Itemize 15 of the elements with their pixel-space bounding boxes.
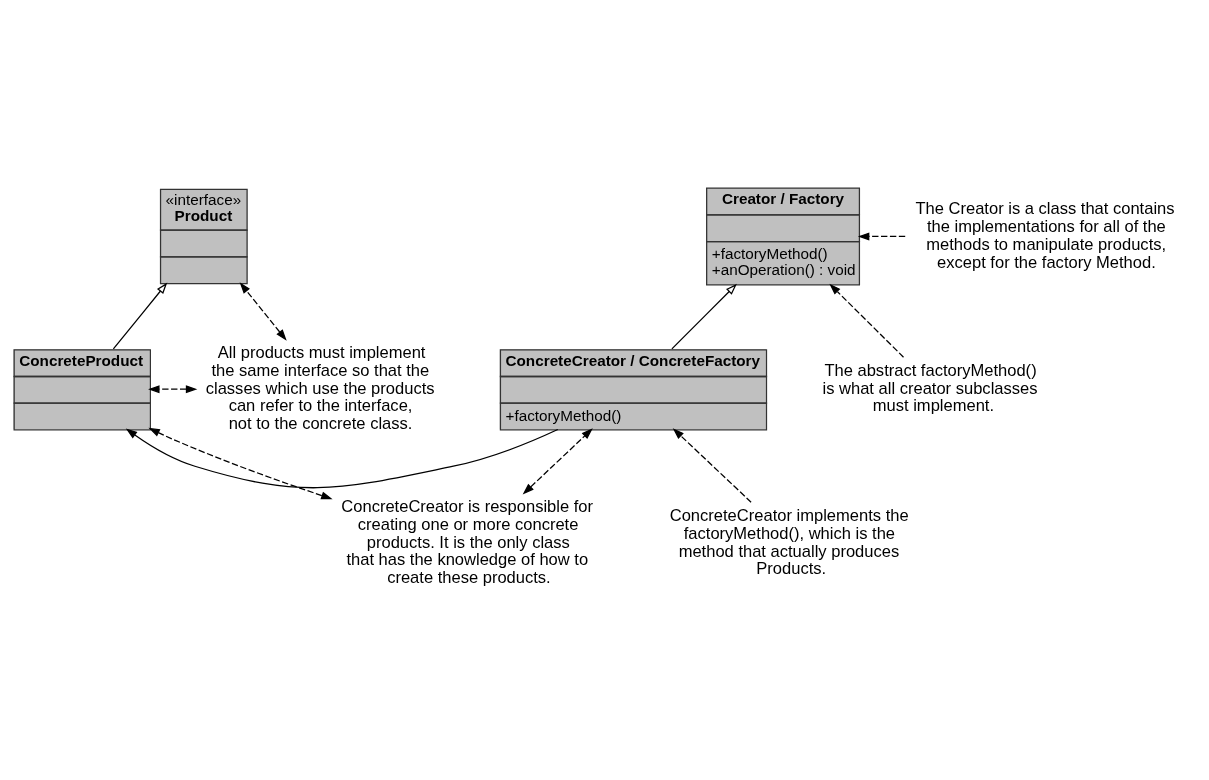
node-text: ConcreteCreator implements the factoryMethod(), which is the method that actually produces Products. [669,505,909,578]
arrow [148,427,333,499]
arrow [148,384,198,393]
arrow [125,427,559,488]
node-text: The abstract factoryMethod() is what all creator subclasses must implement. [822,360,1038,415]
arrow [672,427,752,503]
arrow [857,231,906,240]
arrow [522,427,593,495]
node-text: ConcreteCreator is responsible for creating one or more concrete products. It is the only class that has the knowledge of how to create these products. [341,496,594,587]
arrow [829,283,905,358]
arrow [671,283,737,349]
arrow [112,282,168,349]
node-text: The Creator is a class that contains the implementations for all of the methods to manipulate products, except for the factory Method. [915,198,1175,272]
arrow [239,281,287,341]
node-text: All products must implement the same interface so that the classes which use the products can refer to the interface, not to the concrete class. [205,342,435,433]
